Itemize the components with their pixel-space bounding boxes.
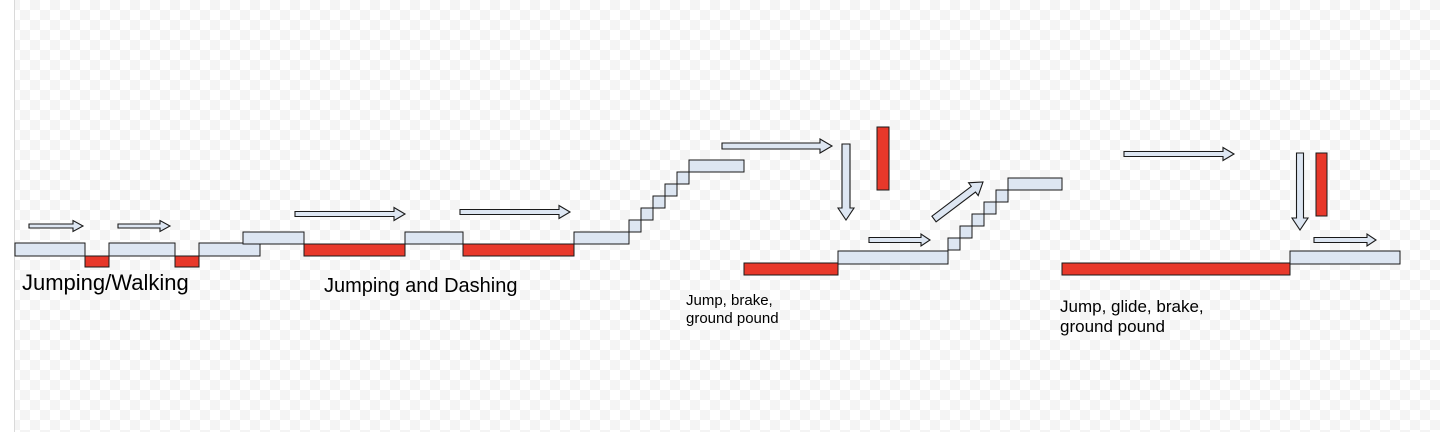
hazard-block (174, 255, 200, 268)
movement-arrow-icon (459, 204, 572, 220)
hazard-block (1315, 152, 1328, 217)
platform-block (1289, 250, 1401, 265)
platform-block (108, 242, 176, 257)
platform-block (628, 219, 642, 233)
platform-block (573, 231, 630, 245)
movement-arrow-icon (1290, 152, 1310, 231)
hazard-block (876, 126, 890, 191)
label-jump-glide-line-1: Jump, glide, brake, (1060, 297, 1204, 316)
platform-block (640, 207, 654, 221)
platform-block (1007, 177, 1063, 191)
platform-block (971, 213, 985, 227)
label-jump-brake: Jump, brake, ground pound (686, 292, 779, 328)
movement-arrow-icon (868, 232, 931, 248)
platform-block (676, 171, 690, 185)
platform-block (688, 159, 745, 173)
hazard-block (462, 243, 575, 257)
movement-arrow-icon (28, 219, 85, 233)
movement-arrow-icon (1313, 232, 1377, 248)
platform-block (983, 201, 997, 215)
platform-block (995, 189, 1009, 203)
platform-block (242, 231, 305, 245)
label-jumping-walking: Jumping/Walking (22, 270, 189, 295)
movement-arrow-icon (721, 138, 834, 154)
platform-block (14, 242, 86, 257)
label-jump-brake-line-2: ground pound (686, 310, 779, 327)
hazard-block (743, 262, 839, 276)
platform-block (959, 225, 973, 239)
hazard-block (84, 255, 110, 268)
label-jump-brake-line-1: Jump, brake, (686, 292, 773, 309)
platform-block (404, 231, 464, 245)
hazard-block (303, 243, 406, 257)
platform-block (837, 250, 949, 265)
label-jump-glide: Jump, glide, brake, ground pound (1060, 297, 1204, 338)
movement-arrow-icon (836, 143, 856, 221)
platform-block (652, 195, 666, 209)
movement-arrow-icon (1123, 146, 1236, 162)
platforms (14, 159, 1401, 265)
movement-arrows (28, 138, 1377, 248)
platform-block (664, 183, 678, 197)
platform-block (198, 242, 261, 257)
movement-arrow-icon (931, 181, 984, 223)
movement-arrow-icon (117, 219, 172, 233)
label-jumping-dashing: Jumping and Dashing (324, 275, 518, 297)
canvas-left-edge (0, 0, 15, 432)
hazards (84, 126, 1328, 276)
label-jump-glide-line-2: ground pound (1060, 317, 1165, 337)
platform-block (947, 237, 961, 251)
movement-arrow-icon (294, 206, 407, 222)
hazard-block (1061, 262, 1291, 276)
